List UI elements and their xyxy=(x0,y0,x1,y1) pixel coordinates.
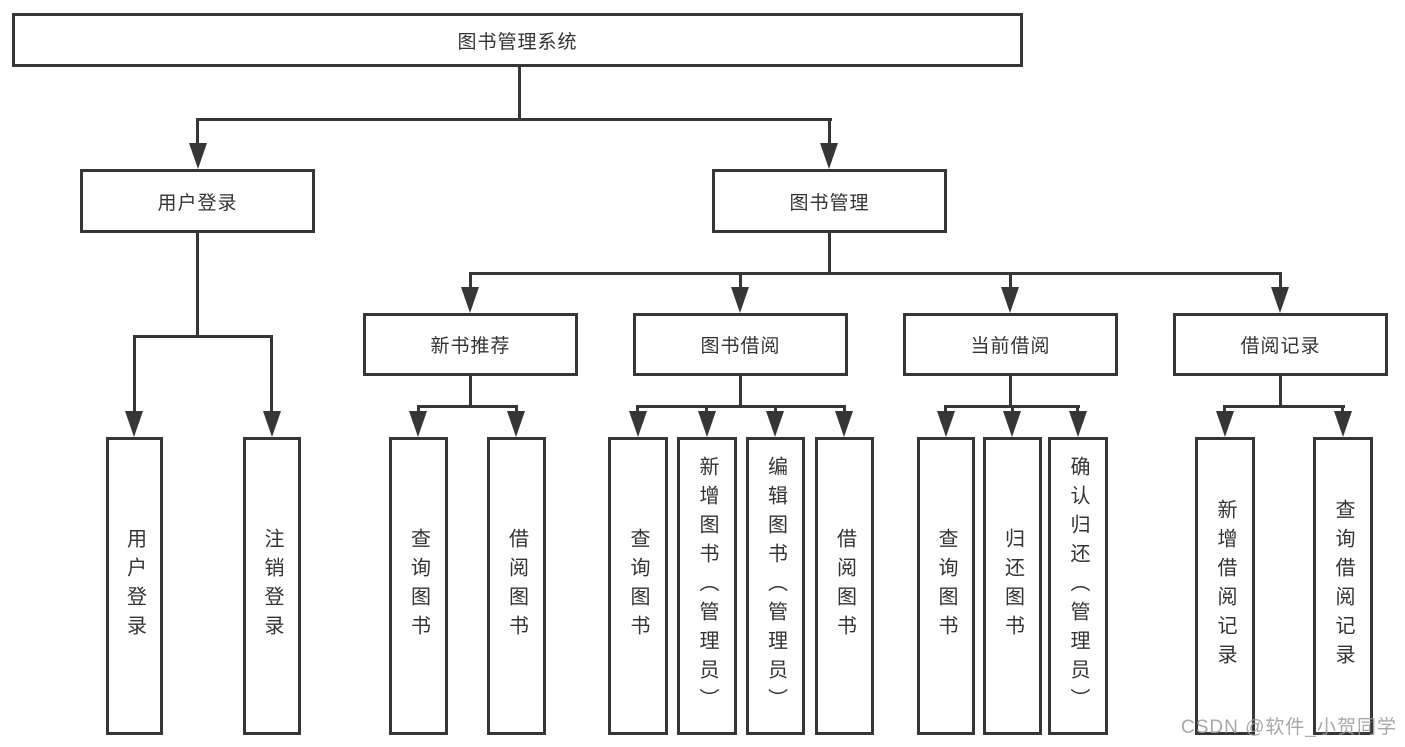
node-new-book-recommend: 新书推荐 xyxy=(363,313,578,376)
node-book-borrow: 图书借阅 xyxy=(633,313,848,376)
connector-line xyxy=(1223,405,1226,413)
connector-line xyxy=(705,405,708,413)
arrow-down-icon xyxy=(409,411,427,437)
leaf-logout-label: 注销登录 xyxy=(261,528,283,644)
connector-line xyxy=(636,405,639,413)
connector-line xyxy=(828,118,831,145)
node-root-system: 图书管理系统 xyxy=(12,13,1023,67)
leaf-records-add-label: 新增借阅记录 xyxy=(1214,499,1236,673)
leaf-borrow-borrow: 借阅图书 xyxy=(815,437,874,735)
arrow-down-icon xyxy=(507,411,525,437)
leaf-logout: 注销登录 xyxy=(243,437,301,735)
connector-line xyxy=(1223,405,1345,408)
connector-line xyxy=(1279,272,1282,290)
node-user-login-label: 用户登录 xyxy=(157,192,238,214)
connector-line xyxy=(944,405,947,413)
arrow-down-icon xyxy=(937,411,955,437)
connector-line xyxy=(636,405,846,408)
connector-line xyxy=(843,405,846,413)
connector-line xyxy=(469,272,472,290)
leaf-current-return-label: 归还图书 xyxy=(1001,528,1024,644)
leaf-new-books-borrow-label: 借阅图书 xyxy=(505,528,528,644)
leaf-current-return: 归还图书 xyxy=(983,437,1042,735)
leaf-borrow-edit-admin: 编辑图书（管理员） xyxy=(746,437,805,735)
node-borrow-records: 借阅记录 xyxy=(1173,313,1388,376)
connector-line xyxy=(739,272,742,290)
leaf-new-books-query-label: 查询图书 xyxy=(407,528,430,644)
arrow-down-icon xyxy=(263,411,281,437)
connector-line xyxy=(774,405,777,413)
leaf-new-books-borrow: 借阅图书 xyxy=(487,437,546,735)
arrow-down-icon xyxy=(1003,411,1021,437)
connector-line xyxy=(739,376,742,407)
node-book-management-label: 图书管理 xyxy=(789,192,870,214)
connector-line xyxy=(1076,405,1079,413)
leaf-borrow-add-admin: 新增图书（管理员） xyxy=(677,437,737,735)
leaf-borrow-add-admin-label: 新增图书（管理员） xyxy=(696,455,718,717)
leaf-current-query: 查询图书 xyxy=(917,437,975,735)
connector-line xyxy=(469,376,472,407)
node-root-label: 图书管理系统 xyxy=(457,31,578,53)
leaf-current-query-label: 查询图书 xyxy=(935,528,957,644)
leaf-new-books-query: 查询图书 xyxy=(389,437,448,735)
connector-line xyxy=(133,335,273,338)
node-book-borrow-label: 图书借阅 xyxy=(700,336,781,357)
connector-line xyxy=(1341,405,1344,413)
connector-line xyxy=(1009,376,1012,407)
leaf-borrow-query-label: 查询图书 xyxy=(627,528,649,644)
arrow-down-icon xyxy=(125,411,143,437)
node-current-borrow: 当前借阅 xyxy=(903,313,1118,376)
leaf-current-confirm-return-admin: 确认归还（管理员） xyxy=(1048,437,1108,735)
leaf-borrow-borrow-label: 借阅图书 xyxy=(833,528,856,644)
connector-line xyxy=(270,335,273,413)
arrow-down-icon xyxy=(698,411,716,437)
connector-line xyxy=(196,233,199,337)
leaf-current-confirm-return-admin-label: 确认归还（管理员） xyxy=(1067,455,1089,717)
node-new-book-recommend-label: 新书推荐 xyxy=(430,336,511,357)
leaf-records-query: 查询借阅记录 xyxy=(1313,437,1373,735)
node-book-management: 图书管理 xyxy=(712,169,947,233)
arrow-down-icon xyxy=(1069,411,1087,437)
leaf-records-query-label: 查询借阅记录 xyxy=(1332,499,1354,673)
arrow-down-icon xyxy=(835,411,853,437)
connector-line xyxy=(828,233,831,275)
connector-line xyxy=(518,67,521,120)
arrow-down-icon xyxy=(731,287,749,313)
node-current-borrow-label: 当前借阅 xyxy=(970,336,1051,357)
leaf-records-add: 新增借阅记录 xyxy=(1195,437,1255,735)
connector-line xyxy=(133,335,136,413)
connector-line xyxy=(469,272,1281,275)
connector-line xyxy=(515,405,518,413)
arrow-down-icon xyxy=(629,411,647,437)
node-user-login: 用户登录 xyxy=(80,169,315,233)
connector-line xyxy=(196,118,832,121)
arrow-down-icon xyxy=(820,143,838,169)
leaf-user-login: 用户登录 xyxy=(106,437,163,735)
arrow-down-icon xyxy=(1271,287,1289,313)
arrow-down-icon xyxy=(1216,411,1234,437)
arrow-down-icon xyxy=(1001,287,1019,313)
arrow-down-icon xyxy=(461,287,479,313)
arrow-down-icon xyxy=(766,411,784,437)
connector-line xyxy=(196,118,199,145)
arrow-down-icon xyxy=(189,143,207,169)
connector-line xyxy=(417,405,518,408)
node-borrow-records-label: 借阅记录 xyxy=(1240,336,1321,357)
connector-line xyxy=(1009,272,1012,290)
arrow-down-icon xyxy=(1334,411,1352,437)
connector-line xyxy=(1011,405,1014,413)
leaf-user-login-label: 用户登录 xyxy=(123,528,146,644)
leaf-borrow-edit-admin-label: 编辑图书（管理员） xyxy=(764,455,787,717)
connector-line xyxy=(1279,376,1282,407)
connector-line xyxy=(417,405,420,413)
watermark: CSDN @软件_小贺同学 xyxy=(1181,717,1397,738)
leaf-borrow-query: 查询图书 xyxy=(608,437,668,735)
